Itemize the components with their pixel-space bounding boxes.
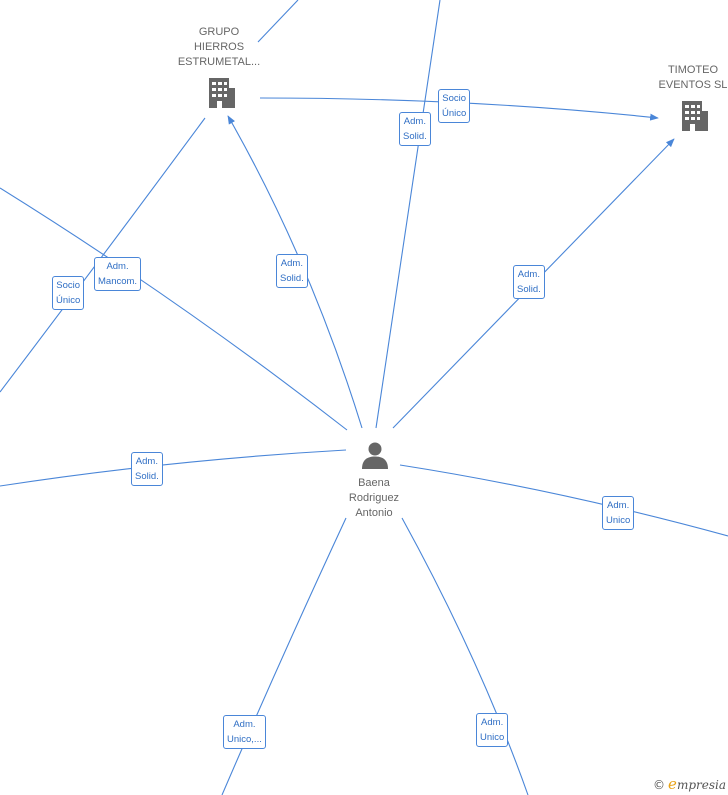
edge-label-adm-solid[interactable]: Adm.Solid.	[513, 265, 545, 299]
edge-label-adm-unico[interactable]: Adm.Unico	[602, 496, 635, 530]
edge-label-adm-unico-more[interactable]: Adm.Unico,...	[223, 715, 266, 749]
brand-name: mpresia	[676, 778, 726, 792]
brand-initial: e	[668, 775, 677, 793]
empresia-watermark: ©empresia	[653, 775, 726, 793]
edge-person-right	[399, 464, 728, 537]
copyright-symbol: ©	[653, 778, 666, 792]
edge-label-adm-solid[interactable]: Adm.Solid.	[131, 452, 163, 486]
edge-person-bottom-right	[401, 517, 529, 795]
edge-label-adm-unico[interactable]: Adm.Unico	[476, 713, 509, 747]
edge-person-bottom-left	[221, 517, 347, 795]
edge-label-adm-solid[interactable]: Adm.Solid.	[399, 112, 431, 146]
edge-grupo-left	[0, 117, 206, 393]
edge-grupo-topleft	[257, 0, 299, 43]
edge-person-left	[0, 449, 347, 487]
edge-label-adm-mancom[interactable]: Adm.Mancom.	[94, 257, 142, 291]
person-icon[interactable]	[360, 440, 390, 470]
edge-person-top	[375, 0, 441, 429]
edge-label-adm-solid[interactable]: Adm.Solid.	[276, 254, 308, 288]
edge-person-left-upper	[0, 187, 348, 431]
building-icon[interactable]	[205, 76, 237, 110]
building-icon[interactable]	[678, 99, 710, 133]
